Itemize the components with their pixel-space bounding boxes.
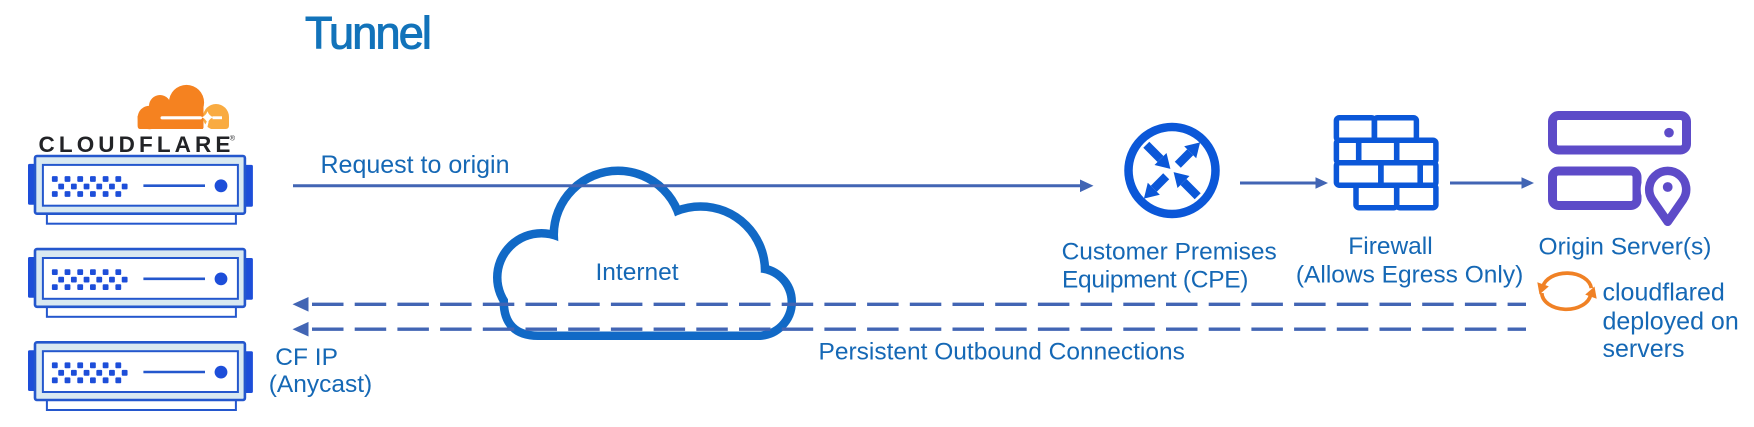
svg-text:(Anycast): (Anycast) <box>269 371 372 398</box>
svg-text:CLOUDFLARE: CLOUDFLARE <box>39 132 235 157</box>
svg-text:servers: servers <box>1603 335 1685 363</box>
svg-text:®: ® <box>230 134 236 143</box>
svg-text:Internet: Internet <box>595 259 678 286</box>
svg-text:Request to origin: Request to origin <box>321 151 510 179</box>
svg-text:Tunnel: Tunnel <box>305 8 430 59</box>
svg-text:Persistent Outbound Connection: Persistent Outbound Connections <box>819 338 1185 365</box>
svg-text:cloudflared: cloudflared <box>1603 278 1725 306</box>
svg-text:Origin Server(s): Origin Server(s) <box>1539 234 1712 261</box>
svg-text:Firewall: Firewall <box>1348 233 1432 260</box>
svg-text:(Allows Egress Only): (Allows Egress Only) <box>1296 262 1523 289</box>
svg-text:Customer Premises: Customer Premises <box>1062 239 1277 266</box>
svg-text:Equipment (CPE): Equipment (CPE) <box>1062 266 1248 293</box>
svg-text:deployed on: deployed on <box>1603 307 1739 335</box>
svg-text:CF IP: CF IP <box>275 344 338 371</box>
